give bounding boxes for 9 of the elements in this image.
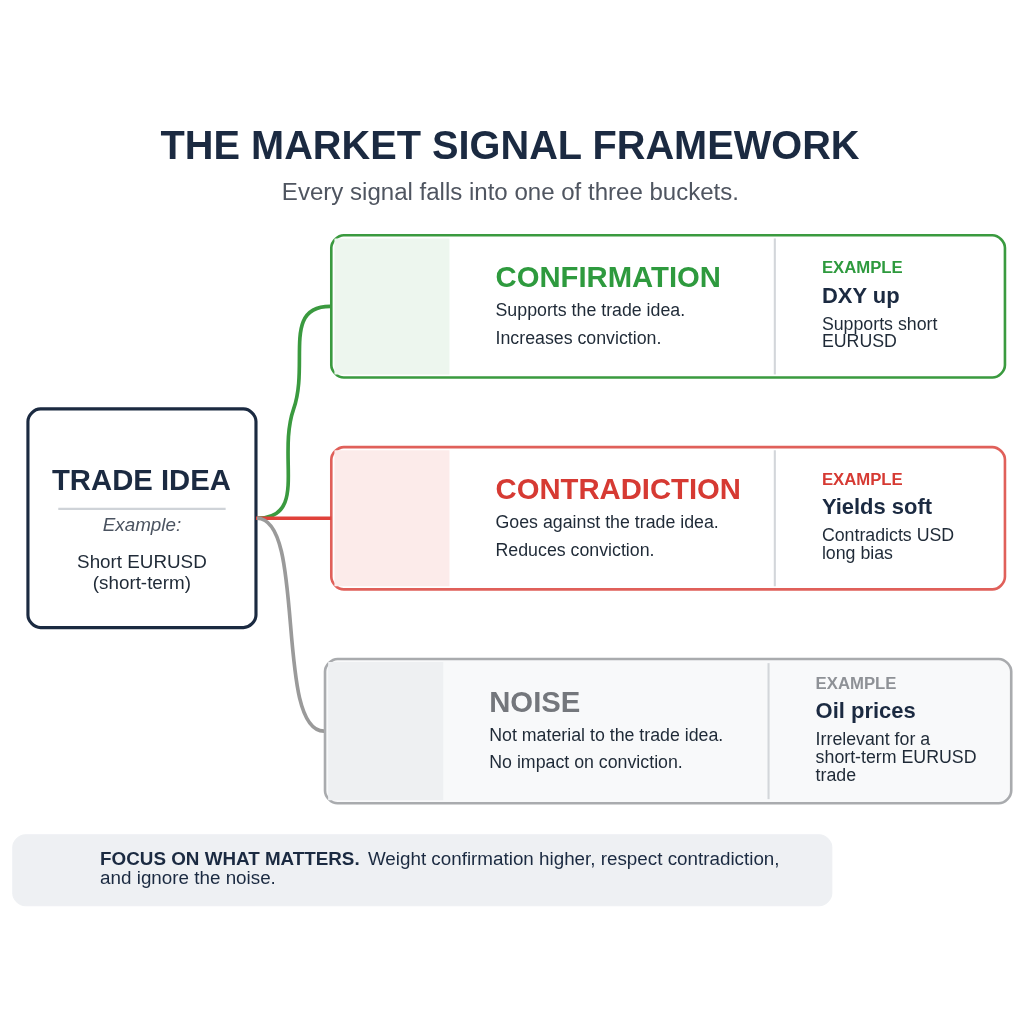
caption: Every signal falls into one of three buckets. [281, 177, 740, 205]
node-box: NOISE Not material to the trade idea. No impact on conviction. EXAMPLE Oil prices Irrelevant for a short-term EURUSD trade [323, 657, 1013, 805]
diagram-title: THE MARKET SIGNAL FRAMEWORK [160, 122, 860, 167]
node-box: TRADE IDEA Example: Short EURUSD (short-term) [26, 406, 258, 629]
connector [256, 516, 325, 733]
connector [256, 304, 331, 520]
node-box: CONFIRMATION Supports the trade idea. Increases conviction. EXAMPLE DXY up Supports short EURUSD [330, 233, 1007, 379]
connector [256, 515, 332, 520]
node-box: CONTRADICTION Goes against the trade idea. Reduces conviction. EXAMPLE Yields soft Contradicts USD long bias [330, 445, 1007, 591]
